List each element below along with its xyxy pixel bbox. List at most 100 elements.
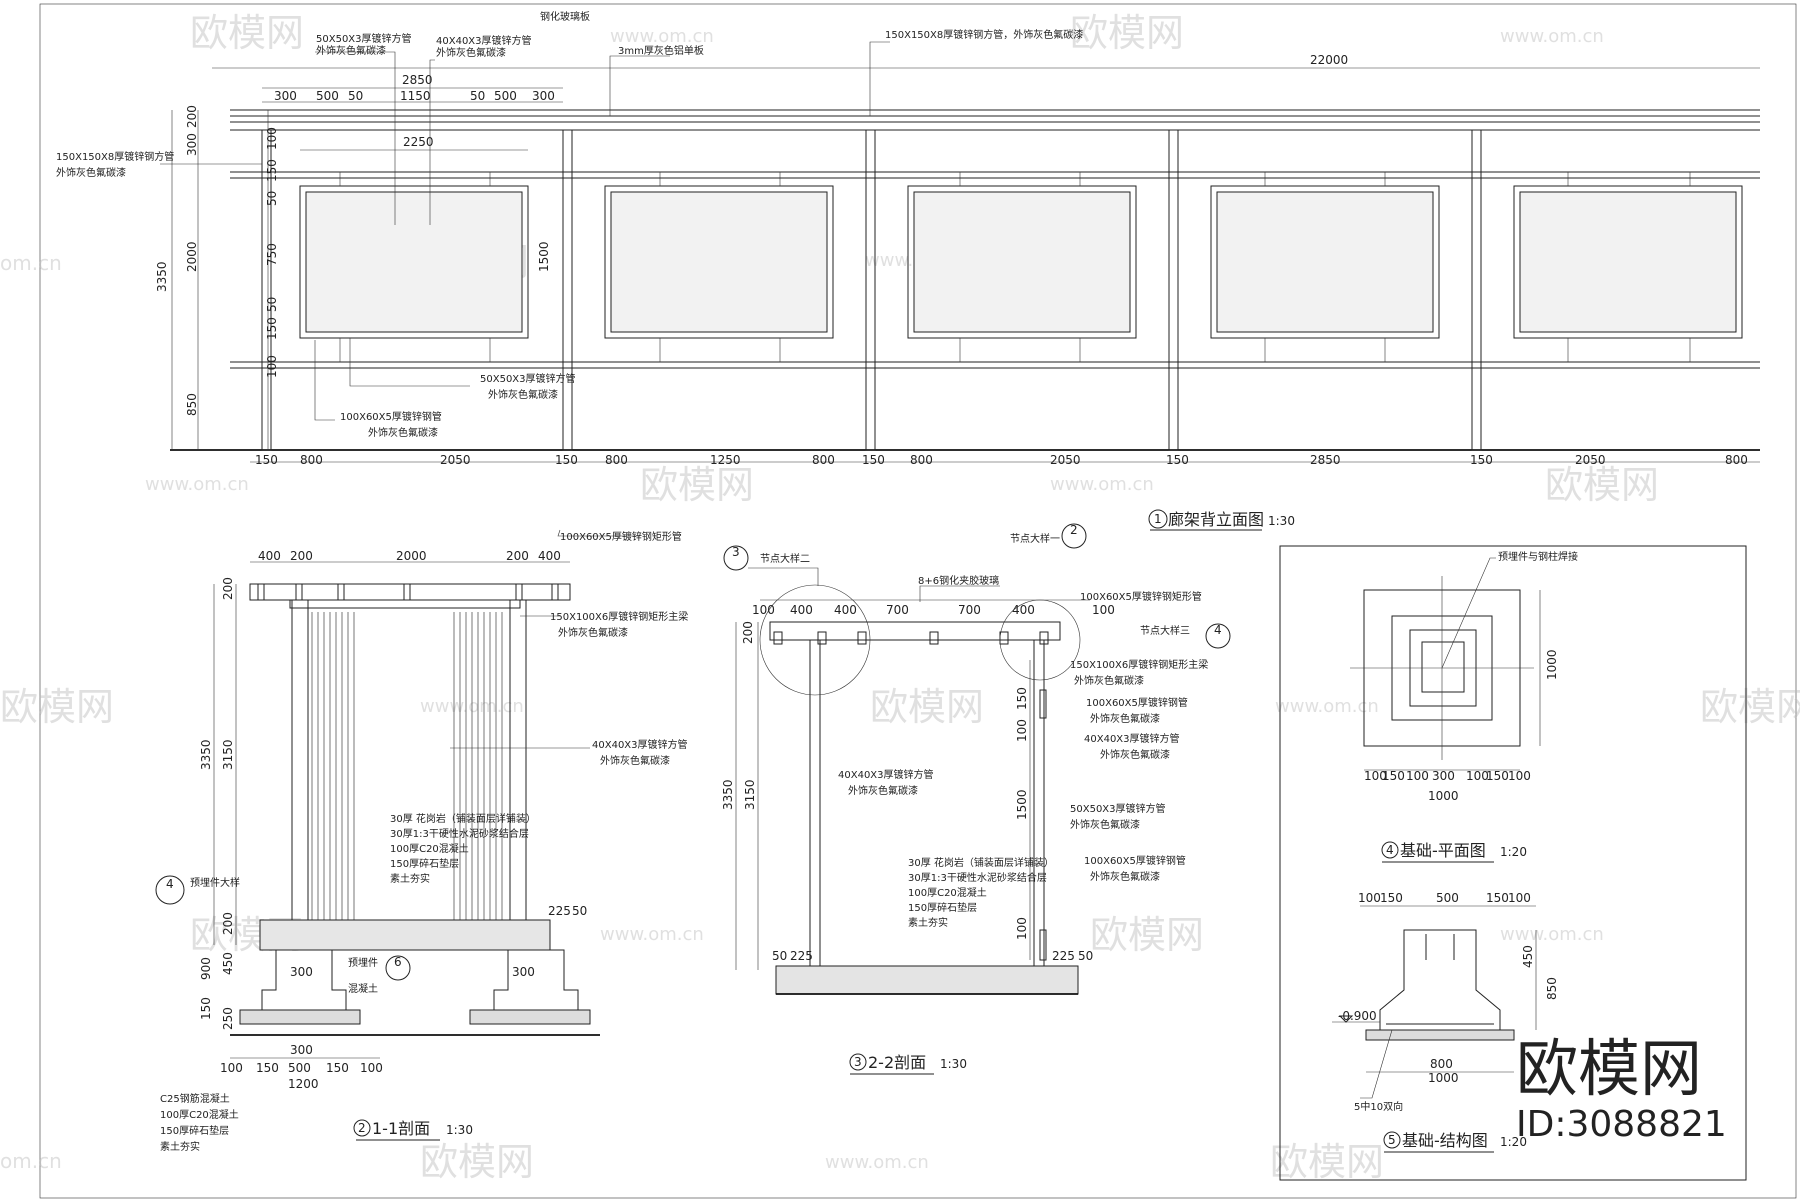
dim-label: 150 <box>1382 769 1405 783</box>
dim-label: 400 <box>538 549 561 563</box>
leader-note: 100X60X5厚镀锌钢矩形管 <box>560 530 682 543</box>
leader-note: 100X60X5厚镀锌钢管 <box>340 410 442 423</box>
leader-note: 100X60X5厚镀锌钢矩形管 <box>1080 590 1202 603</box>
watermark-brand: 欧模网 <box>1545 463 1659 507</box>
dim-label: 2050 <box>1050 453 1081 467</box>
watermark-brand: 欧模网 <box>1700 685 1800 729</box>
dim-label: 300 <box>274 89 297 103</box>
dim-label: 500 <box>288 1061 311 1075</box>
watermark-url: www.om.cn <box>825 1152 929 1173</box>
dim-label: 150 <box>1015 687 1029 710</box>
callout-number: 2 <box>1070 523 1078 537</box>
watermark-url: www.om.cn <box>1500 26 1604 47</box>
leader-note: 节点大样三 <box>1140 624 1190 637</box>
watermark-url: www.om.cn <box>145 474 249 495</box>
dim-label: 200 <box>741 621 755 644</box>
leader-note: 外饰灰色氟碳漆 <box>1090 870 1160 883</box>
dim-label: 200 <box>506 549 529 563</box>
dim-label: 50 <box>470 89 485 103</box>
drawing-title: 2-2剖面 <box>868 1053 926 1072</box>
watermark-url: www.om.cn <box>1050 474 1154 495</box>
dim-label: 150 <box>1470 453 1493 467</box>
leader-note: 钢化玻璃板 <box>540 10 590 23</box>
dim-label: 300 <box>185 133 199 156</box>
callout-number: 4 <box>1214 623 1222 637</box>
dim-label: 100 <box>1508 769 1531 783</box>
leader-note: 3mm厚灰色铝单板 <box>618 44 704 57</box>
leader-note: 外饰灰色氟碳漆 <box>488 388 558 401</box>
leader-note: 外饰灰色氟碳漆 <box>1074 674 1144 687</box>
leader-note: 150厚碎石垫层 <box>390 857 459 870</box>
dim-label: 150 <box>555 453 578 467</box>
dim-label: 150 <box>862 453 885 467</box>
watermark-brand: 欧模网 <box>0 685 114 729</box>
dim-label: 100 <box>1092 603 1115 617</box>
leader-note: 8+6钢化夹胶玻璃 <box>918 574 999 587</box>
leader-note: 外饰灰色氟碳漆 <box>1090 712 1160 725</box>
leader-note: 100X60X5厚镀锌钢管 <box>1084 854 1186 867</box>
dim-label: 500 <box>316 89 339 103</box>
drawing-scale: 1:20 <box>1500 845 1527 859</box>
dim-label: 150 <box>1380 891 1403 905</box>
watermark-brand: 欧模网 <box>1270 1140 1384 1184</box>
drawing-number: 2 <box>358 1121 366 1135</box>
dim-label: 150 <box>265 317 279 340</box>
watermark-url: om.cn <box>0 251 62 275</box>
dim-label: 900 <box>199 957 213 980</box>
dim-label: 100 <box>1358 891 1381 905</box>
leader-note: 素土夯实 <box>390 872 430 885</box>
leader-note: 外饰灰色氟碳漆 <box>56 166 126 179</box>
dim-label: 450 <box>1521 945 1535 968</box>
glass-panel <box>1513 172 1743 362</box>
leader-note: C25钢筋混凝土 <box>160 1092 230 1105</box>
drawing-number: 5 <box>1388 1133 1396 1147</box>
leader-note: 外饰灰色氟碳漆 <box>558 626 628 639</box>
foundation-structure-drawing: 100 150 500 150 100 450 850 -0.900 800 1… <box>1332 891 1559 1153</box>
drawing-number: 4 <box>1386 843 1394 857</box>
dim-label: 150 <box>326 1061 349 1075</box>
leader-note: 150X100X6厚镀锌钢矩形主梁 <box>1070 658 1208 671</box>
leader-note: 外饰灰色氟碳漆 <box>368 426 438 439</box>
dim-label: 450 <box>221 952 235 975</box>
dim-label: 1250 <box>710 453 741 467</box>
dim-label: 3350 <box>155 261 169 292</box>
dim-label: 200 <box>221 577 235 600</box>
dim-label: 2250 <box>403 135 434 149</box>
dim-label: 100 <box>360 1061 383 1075</box>
dim-label: 100 <box>265 127 279 150</box>
leader-note: 预埋件大样 <box>190 876 240 889</box>
dim-label: 800 <box>300 453 323 467</box>
leader-note: 外饰灰色氟碳漆 <box>1070 818 1140 831</box>
leader-note: 100厚C20混凝土 <box>160 1108 239 1121</box>
dim-label: 750 <box>265 243 279 266</box>
dim-label: 100 <box>1508 891 1531 905</box>
leader-note: 50X50X3厚镀锌方管 <box>1070 802 1166 815</box>
dim-label: 2000 <box>396 549 427 563</box>
dim-label: 800 <box>812 453 835 467</box>
leader-note: 150厚碎石垫层 <box>160 1124 229 1137</box>
dim-label: 3350 <box>721 779 735 810</box>
drawing-number: 3 <box>854 1055 862 1069</box>
dim-label: 50 <box>1078 949 1093 963</box>
dim-label: 1500 <box>537 241 551 272</box>
dim-label: 700 <box>958 603 981 617</box>
callout-number: 6 <box>394 955 402 969</box>
leader-note: 外饰灰色氟碳漆 <box>316 44 386 57</box>
foundation-plan-drawing: 预埋件与钢柱焊接 1000 100 150 100 300 100 150 10… <box>1350 550 1578 863</box>
leader-note: 外饰灰色氟碳漆 <box>848 784 918 797</box>
leader-note: 150X150X8厚镀锌钢方管，外饰灰色氟碳漆 <box>885 28 1083 41</box>
dim-label: 100 <box>1466 769 1489 783</box>
dim-label: 200 <box>221 912 235 935</box>
dim-label: 400 <box>834 603 857 617</box>
dim-label: 100 <box>752 603 775 617</box>
dim-label: 1000 <box>1428 1071 1459 1085</box>
dim-label: 400 <box>258 549 281 563</box>
elevation-drawing: 22000 2850 300 500 50 1150 50 500 300 22… <box>56 10 1760 531</box>
level-mark: -0.900 <box>1338 1009 1377 1023</box>
dim-label: 150 <box>1486 891 1509 905</box>
drawing-scale: 1:30 <box>940 1057 967 1071</box>
leader-note: 100X60X5厚镀锌钢管 <box>1086 696 1188 709</box>
watermark-logo: 欧模网 <box>1516 1032 1702 1105</box>
leader-note: 素土夯实 <box>908 916 948 929</box>
